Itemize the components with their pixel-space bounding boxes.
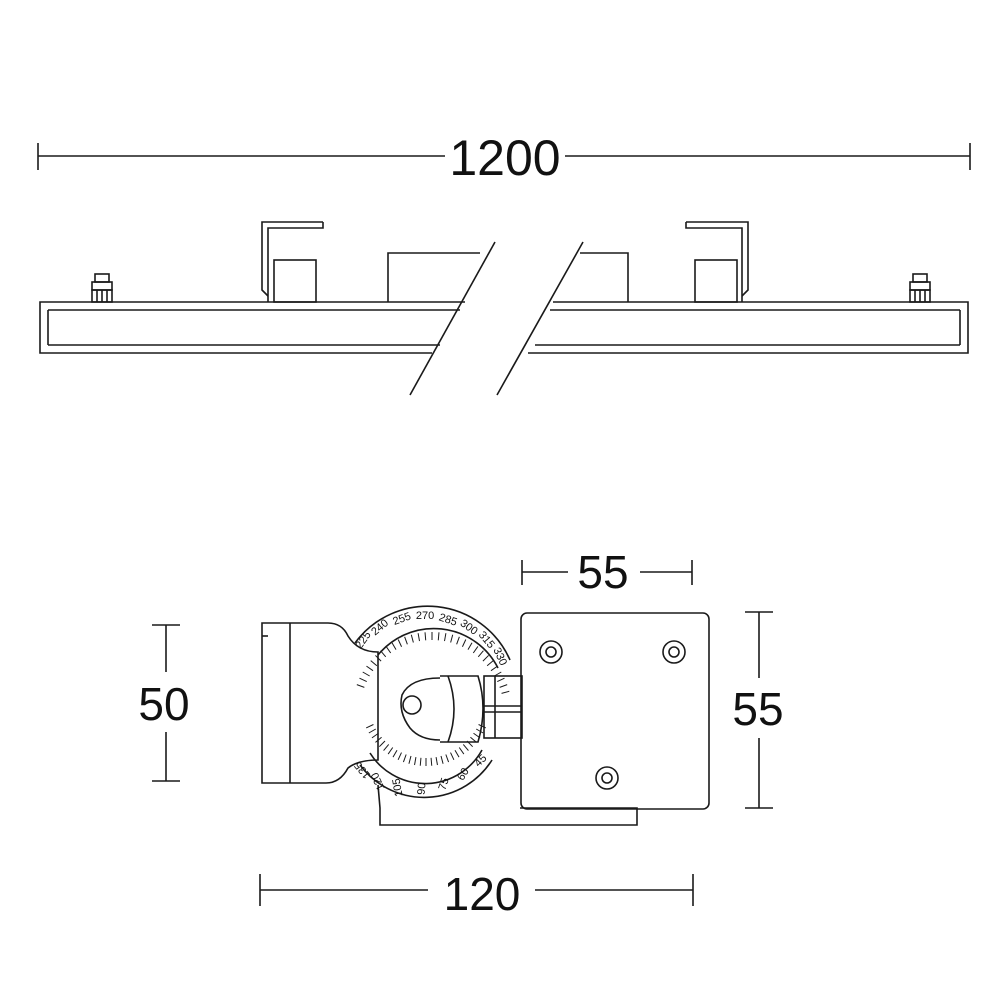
screw-top-left-icon xyxy=(539,640,563,664)
protractor-tick xyxy=(461,639,467,647)
end-section-view xyxy=(152,560,773,906)
protractor-tick xyxy=(445,754,450,763)
protractor-label: 225 xyxy=(353,629,373,651)
protractor-label: 285 xyxy=(437,612,458,629)
protractor-scale-lower xyxy=(359,749,493,799)
protractor-tick xyxy=(477,650,484,658)
protractor-tick xyxy=(450,634,454,643)
protractor-tick xyxy=(387,747,394,755)
protractor-tick xyxy=(408,755,412,764)
protractor-tick xyxy=(458,747,465,755)
head-height-dimension xyxy=(152,624,180,782)
protractor-tick xyxy=(375,655,382,662)
protractor-label: 60 xyxy=(455,766,472,783)
protractor-tick xyxy=(454,749,460,758)
bracket-width-dimension xyxy=(521,560,693,585)
length-dimension xyxy=(37,143,971,170)
protractor-tick xyxy=(383,744,390,751)
cable-gland-left-icon xyxy=(91,273,113,303)
break-lines xyxy=(409,241,584,396)
protractor-tick xyxy=(375,736,382,743)
protractor-tick xyxy=(462,744,469,751)
protractor-tick xyxy=(478,724,487,729)
screw-bottom-icon xyxy=(595,766,619,790)
protractor-label: 240 xyxy=(369,617,391,638)
protractor-tick xyxy=(437,632,440,641)
protractor-label: 75 xyxy=(437,776,452,791)
protractor-tick xyxy=(371,732,379,739)
protractor-tick xyxy=(402,754,407,763)
protractor-tick xyxy=(392,749,398,758)
protractor-tick xyxy=(359,677,367,683)
pivot-knuckle xyxy=(400,675,484,743)
luminaire-body-left xyxy=(39,301,465,354)
head-height-label: 50 xyxy=(138,678,189,730)
overall-length-label: 1200 xyxy=(449,130,560,186)
mounting-bracket-left xyxy=(261,221,324,303)
protractor-tick xyxy=(380,650,387,658)
protractor-tick xyxy=(501,690,510,694)
protractor-tick xyxy=(482,655,489,662)
protractor-tick xyxy=(397,752,402,761)
protractor-tick xyxy=(370,660,378,667)
protractor-tick xyxy=(365,724,374,729)
protractor-tick xyxy=(356,684,365,688)
protractor-ticks xyxy=(356,632,510,766)
protractor-label: 90 xyxy=(416,782,429,795)
protractor-tick xyxy=(430,757,433,766)
protractor-tick xyxy=(414,757,417,766)
mounting-bracket-right xyxy=(685,221,749,303)
screw-top-right-icon xyxy=(662,640,686,664)
protractor-tick xyxy=(424,632,427,641)
protractor-scale-upper xyxy=(354,605,511,669)
protractor-tick xyxy=(467,642,473,650)
driver-box xyxy=(387,252,629,302)
protractor-tick xyxy=(378,740,386,748)
protractor-tick xyxy=(410,634,414,643)
bracket-height-label: 55 xyxy=(732,683,783,735)
protractor-tick xyxy=(486,660,494,667)
protractor-tick xyxy=(435,757,438,766)
protractor-tick xyxy=(499,684,508,688)
protractor-tick xyxy=(466,740,474,748)
total-depth-label: 120 xyxy=(444,868,521,920)
threaded-coupling xyxy=(483,675,523,739)
bracket-height-dimension xyxy=(745,611,773,809)
protractor-tick xyxy=(419,757,422,766)
protractor-tick xyxy=(397,639,403,647)
protractor-tick xyxy=(475,728,484,734)
protractor-tick xyxy=(450,752,455,761)
protractor-tick xyxy=(440,755,444,764)
protractor-tick xyxy=(444,633,447,642)
cable-gland-right-icon xyxy=(909,273,931,303)
bracket-width-label: 55 xyxy=(577,546,628,598)
protractor-tick xyxy=(385,646,392,654)
protractor-label: 255 xyxy=(391,610,412,628)
protractor-tick xyxy=(497,677,505,683)
luminaire-body-right xyxy=(528,301,969,354)
total-depth-dimension xyxy=(259,874,694,906)
protractor-tick xyxy=(366,665,374,672)
protractor-label: 270 xyxy=(416,610,434,622)
protractor-tick xyxy=(456,636,460,645)
mounting-plate xyxy=(520,612,710,810)
luminaire-head xyxy=(261,622,379,784)
base-plate xyxy=(377,784,638,826)
protractor-label: 315 xyxy=(476,629,497,651)
protractor-label: 330 xyxy=(490,646,509,668)
protractor-tick xyxy=(473,732,481,739)
protractor-tick xyxy=(417,633,420,642)
protractor-label: 105 xyxy=(391,777,406,797)
protractor-tick xyxy=(490,665,498,672)
protractor-tick xyxy=(368,728,377,734)
protractor-tick xyxy=(362,671,370,677)
protractor-tick xyxy=(494,671,502,677)
protractor-tick xyxy=(470,736,477,743)
protractor-tick xyxy=(391,642,397,650)
top-elevation-view xyxy=(37,143,971,396)
protractor-tick xyxy=(404,636,408,645)
protractor-tick xyxy=(472,646,479,654)
